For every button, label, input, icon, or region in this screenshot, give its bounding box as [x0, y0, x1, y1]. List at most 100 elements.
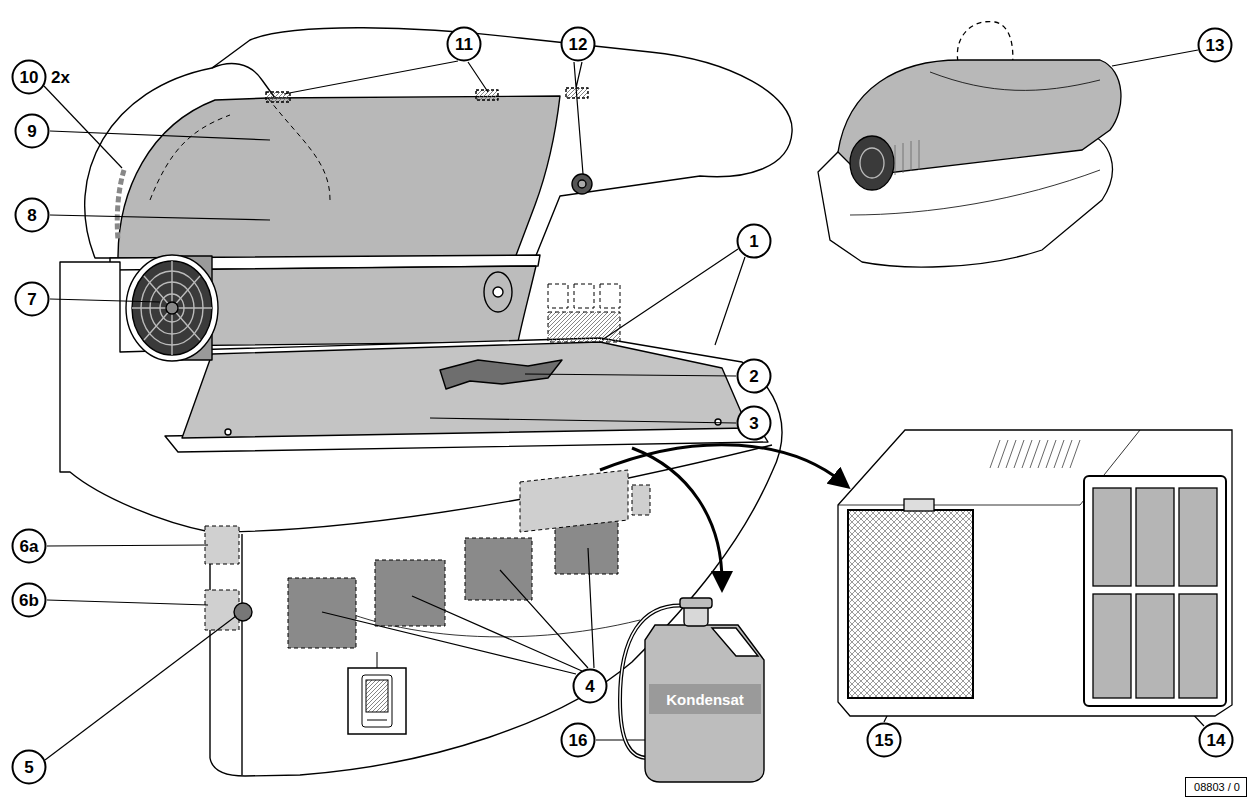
fan-spokes [132, 261, 212, 355]
hidden-parts [548, 284, 620, 342]
callout-circle: 1 [736, 223, 772, 259]
leader-line [47, 545, 208, 546]
canopy-shell [85, 28, 792, 258]
unit-housing [838, 430, 1232, 716]
leader-line [50, 215, 270, 220]
leader-line [602, 249, 745, 345]
callout-number: 14 [1198, 732, 1234, 749]
screw [715, 419, 721, 425]
icon-tablet [362, 675, 392, 727]
callout-number: 5 [11, 759, 47, 776]
closed-bed-fan-ring [860, 148, 884, 178]
callout-circle: 11 [446, 26, 482, 62]
canister-label-field [649, 684, 761, 714]
callout-number: 1 [736, 233, 772, 250]
filter-cell [1093, 488, 1131, 586]
callout-number: 12 [560, 36, 596, 53]
callout-circle: 4 [572, 668, 608, 704]
panel [375, 560, 445, 626]
leader-line [322, 548, 594, 674]
callout-number: 15 [866, 732, 902, 749]
canister-handle [712, 628, 758, 656]
hidden-unit [520, 470, 628, 532]
leader-line [525, 374, 736, 376]
screw [225, 429, 231, 435]
callout-number: 13 [1197, 37, 1233, 54]
callout-number: 6b [11, 592, 47, 609]
leader-line [284, 61, 488, 94]
bed-edge [241, 534, 242, 775]
canopy-acrylic [118, 96, 560, 258]
leader-line [574, 62, 583, 174]
canister-body [645, 625, 764, 782]
fan-hub [166, 302, 178, 314]
leader-line [45, 616, 236, 760]
panel [465, 538, 532, 600]
lower-acrylic [182, 342, 748, 438]
filter-unit [838, 430, 1232, 716]
callout-number: 11 [446, 36, 482, 53]
bed-body [60, 262, 782, 776]
callout-number: 8 [14, 207, 50, 224]
canopy-knob [572, 174, 592, 194]
quantity-note: 2x [51, 69, 70, 86]
callout-circle: 6b [11, 582, 47, 618]
vent-slots [990, 440, 1080, 468]
hidden-part [548, 284, 568, 308]
leader-line [50, 299, 160, 302]
closed-bed [818, 22, 1121, 267]
callout-circle: 16 [560, 722, 596, 758]
callout-circle: 6a [11, 528, 47, 564]
hidden-part [574, 284, 594, 308]
control-knob [234, 603, 252, 621]
leader-line [50, 131, 270, 140]
filter-cell [1136, 488, 1174, 586]
canopy-knob-center [578, 180, 586, 188]
callout-circle: 8 [14, 197, 50, 233]
callout-circle: 7 [14, 281, 50, 317]
callout-number: 6a [11, 538, 47, 555]
callout-number: 4 [572, 678, 608, 695]
leader-line [47, 600, 208, 605]
filter-cell [1093, 594, 1131, 698]
callout-number: 10 [11, 69, 47, 86]
callout-circle: 12 [560, 26, 596, 62]
container-label: Kondensat [666, 691, 744, 708]
callout-number: 9 [14, 123, 50, 140]
callout-circle: 5 [11, 749, 47, 785]
fan-face [132, 261, 212, 355]
vent-slot [990, 440, 1080, 468]
hidden-panels [205, 470, 650, 648]
panel [288, 578, 356, 648]
callout-circle: 102x [11, 59, 47, 95]
rear-panel-screw [493, 287, 503, 297]
closed-bed-fan [850, 136, 894, 190]
canopy-seal-strip [117, 170, 124, 240]
hidden-unit [632, 485, 650, 515]
hidden-socket [205, 526, 239, 564]
icon-screen [366, 680, 388, 712]
leader-line [430, 418, 736, 423]
filter-cell [1179, 594, 1217, 698]
remote-icon [348, 652, 406, 734]
leader-line [44, 86, 122, 168]
callout-circle: 13 [1197, 27, 1233, 63]
fan-ring [126, 255, 218, 361]
callout-circle: 3 [736, 405, 772, 441]
callout-circle: 2 [736, 358, 772, 394]
closed-bed-lamps [895, 140, 919, 175]
canopy-hidden-edge [150, 98, 330, 200]
filter-cell [1179, 488, 1217, 586]
icon-stem [377, 652, 378, 668]
hidden-part [600, 284, 620, 308]
drawing-number-box: 08803 / 0 [1185, 777, 1247, 797]
callout-number: 2 [736, 368, 772, 385]
detail-arrow [632, 448, 722, 582]
condensate-canister [620, 598, 764, 782]
icon-frame [348, 668, 406, 734]
filter-mesh [848, 510, 973, 698]
callout-number: 3 [736, 415, 772, 432]
canister-cap [680, 598, 712, 608]
